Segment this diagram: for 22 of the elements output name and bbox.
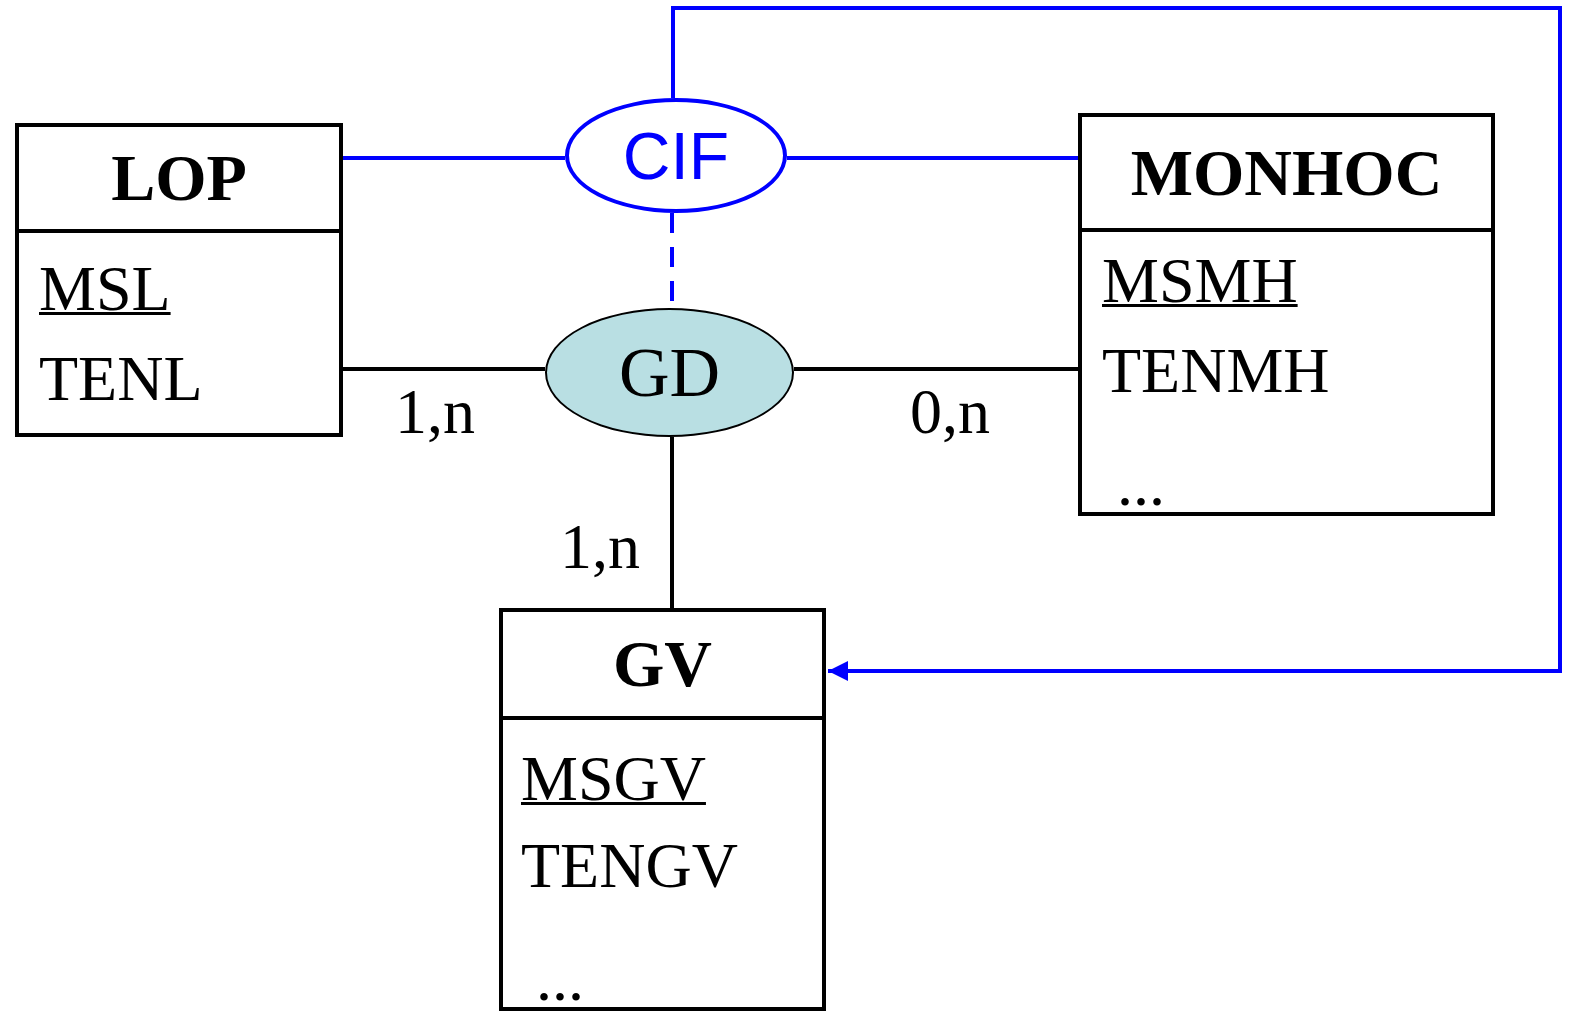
- connector-line: [343, 367, 545, 371]
- entity-name: MONHOC: [1130, 139, 1443, 206]
- attribute: ...: [536, 947, 584, 1011]
- attribute: TENMH: [1102, 339, 1330, 403]
- entity-box: [15, 123, 343, 437]
- arrow: [671, 6, 1562, 681]
- entity-box: [499, 608, 826, 1011]
- attribute: ...: [1117, 452, 1165, 516]
- connector-line: [343, 156, 565, 160]
- attribute: TENGV: [521, 834, 738, 898]
- connector-line: [787, 156, 1078, 160]
- relationship-name: GD: [618, 337, 721, 408]
- entity-name: GV: [613, 631, 712, 697]
- entity-name: LOP: [111, 145, 247, 211]
- connector-line: [794, 367, 1078, 371]
- key-attribute: MSGV: [521, 747, 706, 811]
- entity-box: [1078, 113, 1495, 516]
- relationship-name: CIF: [622, 122, 730, 189]
- connector-line: [670, 437, 674, 608]
- key-attribute: MSL: [39, 257, 171, 321]
- attribute: TENL: [39, 347, 203, 411]
- key-attribute: MSMH: [1102, 249, 1298, 313]
